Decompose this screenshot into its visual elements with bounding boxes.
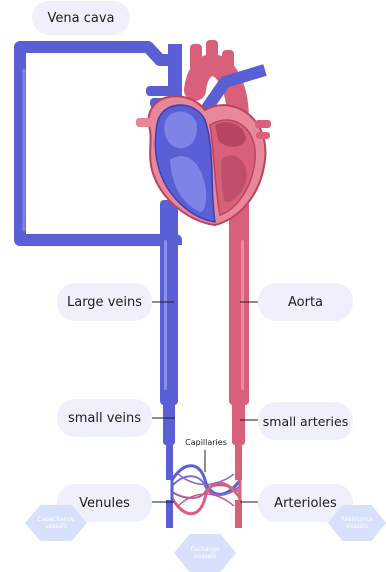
label-vena-cava: Vena cava (32, 1, 130, 35)
label-capillaries: Capillaries (183, 438, 229, 447)
badge-exchange-text: Exchange vessels (183, 546, 226, 560)
capillary-bed (172, 466, 240, 514)
large-vein-highlight (164, 240, 167, 390)
heart-left-branch (136, 118, 152, 127)
venule-tail (166, 500, 173, 528)
arch-branch-1 (190, 44, 202, 72)
label-small-arteries: small arteries (258, 402, 353, 440)
small-vein (163, 400, 175, 445)
label-aorta: Aorta (258, 283, 353, 321)
badge-resistance-text: Resistance vessels (337, 516, 378, 530)
badge-capacitance-text: Capacitance vessels (34, 516, 77, 530)
venule-vessel (166, 440, 173, 480)
heart-right-branch-2 (256, 132, 270, 139)
small-artery (232, 400, 245, 445)
label-large-veins: Large veins (57, 283, 152, 321)
arteriole-vessel (235, 440, 242, 480)
aorta-highlight (241, 240, 244, 390)
pulmonary-vein-left (146, 86, 176, 96)
arch-branch-2 (206, 40, 218, 70)
arch-branch-3 (222, 50, 234, 76)
label-small-veins: small veins (57, 399, 152, 437)
heart-right-branch-1 (255, 120, 271, 128)
arteriole-tail (235, 500, 242, 528)
